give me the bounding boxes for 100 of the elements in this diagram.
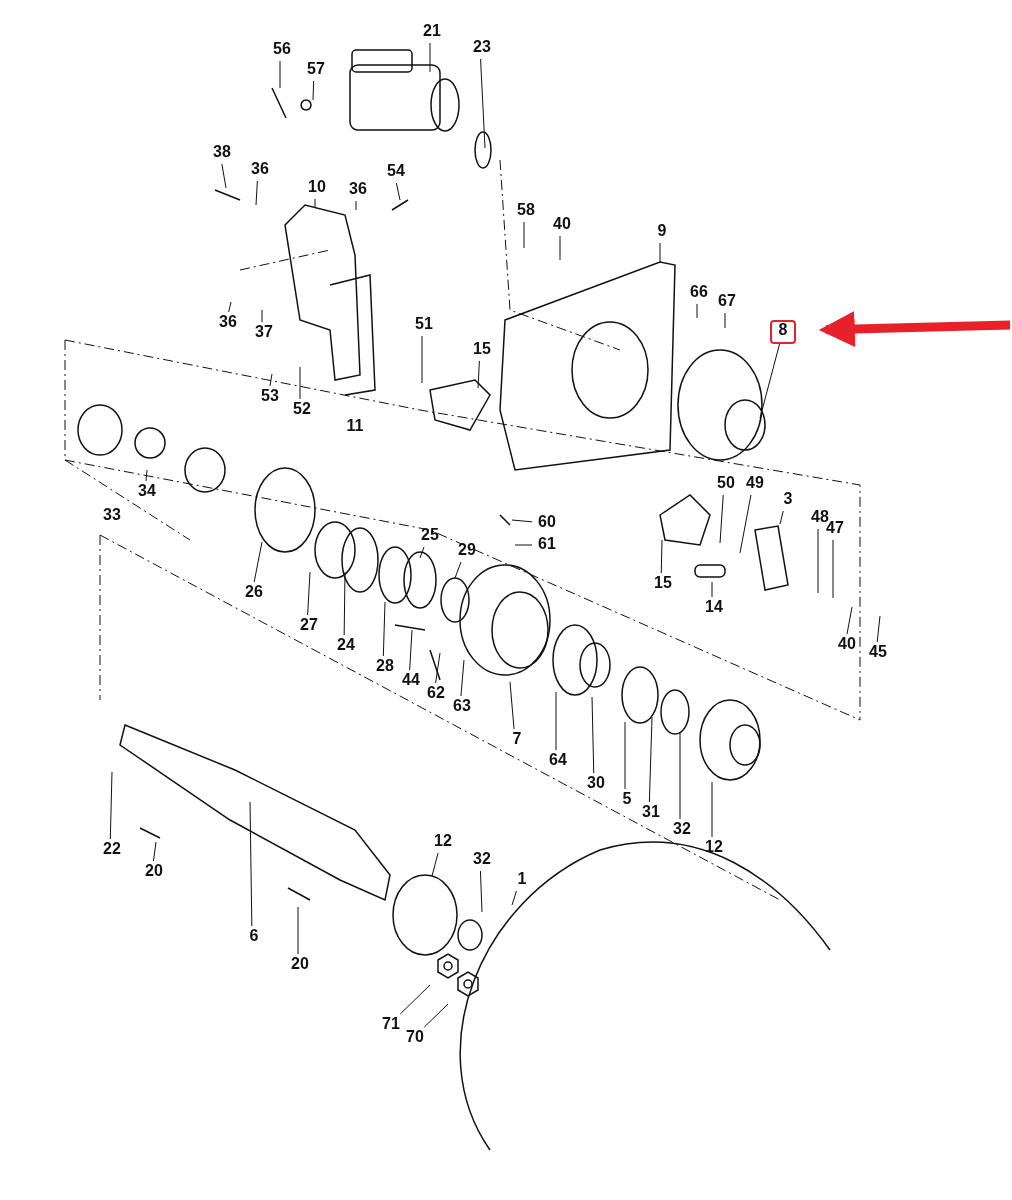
callout-number: 22 xyxy=(97,839,127,859)
leader-line xyxy=(382,601,386,657)
leader-line xyxy=(399,984,431,1015)
leader-line xyxy=(429,42,431,73)
callout-number: 1 xyxy=(507,869,537,889)
leader-line xyxy=(299,366,301,400)
leader-line xyxy=(261,309,263,323)
leader-line xyxy=(724,312,726,329)
leader-line xyxy=(109,771,113,840)
callout-number: 24 xyxy=(331,635,361,655)
leader-line xyxy=(679,731,681,820)
callout-number: 58 xyxy=(511,200,541,220)
leader-line xyxy=(269,373,273,387)
leader-line xyxy=(659,242,661,264)
callout-number: 15 xyxy=(467,339,497,359)
callout-number: 36 xyxy=(213,312,243,332)
callout-number: 26 xyxy=(239,582,269,602)
leader-line xyxy=(343,571,346,636)
leader-line xyxy=(409,629,413,671)
callout-number: 64 xyxy=(543,750,573,770)
callout-number: 61 xyxy=(532,534,562,554)
callout-number: 8 xyxy=(770,320,796,344)
leader-line xyxy=(719,494,724,544)
callout-number: 6 xyxy=(239,926,269,946)
callout-number: 32 xyxy=(667,819,697,839)
callout-number: 56 xyxy=(267,39,297,59)
leader-line xyxy=(480,58,486,149)
leader-line xyxy=(255,180,258,206)
leader-line xyxy=(624,721,626,790)
leader-line xyxy=(660,539,663,574)
leader-line xyxy=(221,163,227,189)
callout-number: 7 xyxy=(502,729,532,749)
callout-number: 27 xyxy=(294,615,324,635)
leader-line xyxy=(559,235,561,261)
callout-number: 52 xyxy=(287,399,317,419)
callout-number: 57 xyxy=(301,59,331,79)
leader-line xyxy=(145,469,148,482)
callout-number: 10 xyxy=(302,177,332,197)
leader-line xyxy=(514,544,533,546)
callout-number: 25 xyxy=(415,525,445,545)
callout-number: 11 xyxy=(340,416,370,436)
leader-line xyxy=(479,870,483,913)
leader-line xyxy=(312,80,315,101)
leader-line xyxy=(152,841,157,862)
callout-number: 20 xyxy=(139,861,169,881)
callout-number: 12 xyxy=(428,831,458,851)
leader-line xyxy=(509,681,515,730)
leader-line xyxy=(817,528,819,594)
leader-line xyxy=(696,303,698,319)
callout-number: 9 xyxy=(647,221,677,241)
callout-number: 12 xyxy=(699,837,729,857)
callout-number: 14 xyxy=(699,597,729,617)
leader-line xyxy=(355,200,357,211)
callout-number: 51 xyxy=(409,314,439,334)
callout-number: 66 xyxy=(684,282,714,302)
leader-line xyxy=(249,801,253,927)
callout-number: 20 xyxy=(285,954,315,974)
leader-line xyxy=(460,659,465,697)
leader-line xyxy=(297,906,299,955)
callout-number: 21 xyxy=(417,21,447,41)
leader-line xyxy=(228,301,232,313)
callout-number: 45 xyxy=(863,642,893,662)
callout-number: 38 xyxy=(207,142,237,162)
leader-line xyxy=(832,539,834,599)
callout-number: 54 xyxy=(381,161,411,181)
callout-number: 3 xyxy=(773,489,803,509)
leader-line xyxy=(307,571,311,616)
callout-number: 23 xyxy=(467,37,497,57)
callout-number: 53 xyxy=(255,386,285,406)
callout-number: 33 xyxy=(97,505,127,525)
callout-number: 40 xyxy=(547,214,577,234)
leader-line xyxy=(435,652,441,684)
leader-line xyxy=(419,546,425,559)
leader-line xyxy=(511,519,533,523)
callout-number: 36 xyxy=(245,159,275,179)
arrow xyxy=(818,311,1011,348)
leader-line xyxy=(555,691,557,751)
callout-number: 50 xyxy=(711,473,741,493)
leader-line xyxy=(423,1003,449,1028)
callout-number: 49 xyxy=(740,473,770,493)
callout-number: 36 xyxy=(343,179,373,199)
leader-line xyxy=(779,510,784,525)
callout-number: 30 xyxy=(581,773,611,793)
leader-line xyxy=(454,561,462,579)
callout-number: 67 xyxy=(712,291,742,311)
callout-number: 29 xyxy=(452,540,482,560)
leader-line xyxy=(876,615,881,643)
callout-number: 32 xyxy=(467,849,497,869)
leader-line xyxy=(253,541,263,583)
callout-number: 40 xyxy=(832,634,862,654)
leader-line xyxy=(421,335,423,384)
leader-line xyxy=(846,606,853,635)
leader-line xyxy=(523,221,525,249)
callout-number: 15 xyxy=(648,573,678,593)
leader-line xyxy=(711,581,713,598)
leader-line xyxy=(591,696,595,774)
leader-line xyxy=(511,890,517,906)
callout-number: 37 xyxy=(249,322,279,342)
leader-line xyxy=(759,341,781,419)
callout-number: 34 xyxy=(132,481,162,501)
